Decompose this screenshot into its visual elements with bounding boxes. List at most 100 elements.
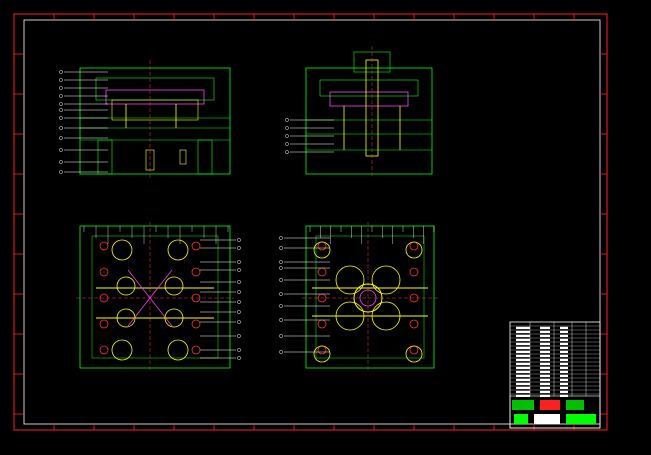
plan-hole	[371, 301, 401, 331]
bom-cell-mark	[540, 354, 550, 357]
plan-hole	[99, 293, 109, 303]
bom-cell-mark	[540, 334, 550, 337]
leader-balloon	[237, 280, 241, 284]
plan-left-holes	[99, 239, 201, 361]
bom-cell-mark	[516, 350, 530, 353]
leader-balloon	[279, 266, 283, 270]
plan-hole	[111, 339, 133, 361]
plan-hole	[167, 339, 189, 361]
plan-hole	[116, 308, 136, 328]
plan-hole	[313, 241, 331, 259]
bom-cell-mark	[560, 390, 568, 393]
plan-hole	[99, 345, 109, 355]
front-section-view	[59, 60, 231, 178]
bom-cell-mark	[560, 386, 568, 389]
plan-hole	[317, 267, 327, 277]
bom-cell-mark	[516, 358, 530, 361]
leader-balloon	[59, 160, 63, 164]
moving-half-plan-view	[76, 222, 241, 372]
plan-hole	[317, 241, 327, 251]
leader-balloon	[279, 246, 283, 250]
plan-hole	[317, 319, 327, 329]
bom-cell-mark	[560, 382, 568, 385]
plan-hole	[191, 241, 201, 251]
bom-cell-mark	[516, 346, 530, 349]
leader-balloon	[59, 108, 63, 112]
title-block-note	[586, 410, 642, 418]
plan-hole	[116, 276, 136, 296]
plan-hole	[167, 239, 189, 261]
leader-balloon	[59, 78, 63, 82]
leader-balloon	[279, 292, 283, 296]
side-view-leaders	[285, 118, 334, 154]
leader-balloon	[279, 304, 283, 308]
bom-cell-mark	[516, 382, 530, 385]
plan-hole	[164, 308, 184, 328]
front-view-leaders	[59, 70, 108, 174]
bom-cell-mark	[516, 378, 530, 381]
plan-hole	[371, 265, 401, 295]
plan-hole	[164, 276, 184, 296]
bom-cell-mark	[560, 362, 568, 365]
leader-balloon	[59, 102, 63, 106]
plan-hole	[405, 345, 423, 363]
bom-cell-mark	[560, 358, 568, 361]
bom-cell-mark	[540, 378, 550, 381]
bom-cell-mark	[540, 330, 550, 333]
bom-cell-mark	[516, 362, 530, 365]
bom-cell-mark	[540, 366, 550, 369]
plan-left-leaders	[83, 226, 241, 360]
bom-cell-mark	[540, 370, 550, 373]
plan-hole	[409, 345, 419, 355]
bom-cell-mark	[516, 330, 530, 333]
plan-hole	[335, 265, 365, 295]
leader-balloon	[59, 70, 63, 74]
bom-cell-mark	[540, 382, 550, 385]
bom-cell-mark	[540, 326, 550, 329]
bom-cell-mark	[516, 390, 530, 393]
plan-hole	[99, 267, 109, 277]
bom-cell-mark	[540, 386, 550, 389]
leader-balloon	[59, 170, 63, 174]
bill-of-materials-rows	[510, 322, 600, 397]
bom-cell-mark	[560, 346, 568, 349]
bom-cell-mark	[540, 346, 550, 349]
leader-balloon	[237, 238, 241, 242]
fixed-half-plan-view	[279, 222, 438, 372]
bom-cell-mark	[540, 390, 550, 393]
bom-cell-mark	[516, 386, 530, 389]
plan-hole	[191, 267, 201, 277]
leader-balloon	[59, 148, 63, 152]
leader-balloon	[237, 290, 241, 294]
plan-hole	[313, 345, 331, 363]
bom-cell-mark	[560, 374, 568, 377]
leader-balloon	[237, 348, 241, 352]
plan-hole	[111, 239, 133, 261]
leader-balloon	[59, 126, 63, 130]
leader-balloon	[59, 116, 63, 120]
drawing-stamp-text	[556, 20, 598, 32]
plan-hole	[99, 241, 109, 251]
leader-balloon	[237, 320, 241, 324]
bom-cell-mark	[516, 374, 530, 377]
bom-cell-mark	[516, 366, 530, 369]
bom-cell-mark	[560, 350, 568, 353]
bom-cell-mark	[516, 342, 530, 345]
bom-cell-mark	[516, 334, 530, 337]
bom-cell-mark	[540, 350, 550, 353]
bom-cell-mark	[540, 338, 550, 341]
title-block-strip	[509, 395, 601, 429]
leader-balloon	[285, 134, 289, 138]
bom-cell-mark	[516, 338, 530, 341]
bom-cell-mark	[560, 366, 568, 369]
bom-cell-mark	[516, 370, 530, 373]
plan-right-leaders	[279, 226, 435, 354]
bom-cell-mark	[540, 362, 550, 365]
leader-balloon	[59, 136, 63, 140]
title-block	[509, 321, 601, 429]
bom-cell-mark	[560, 342, 568, 345]
bom-cell-mark	[540, 342, 550, 345]
bom-cell-mark	[560, 338, 568, 341]
